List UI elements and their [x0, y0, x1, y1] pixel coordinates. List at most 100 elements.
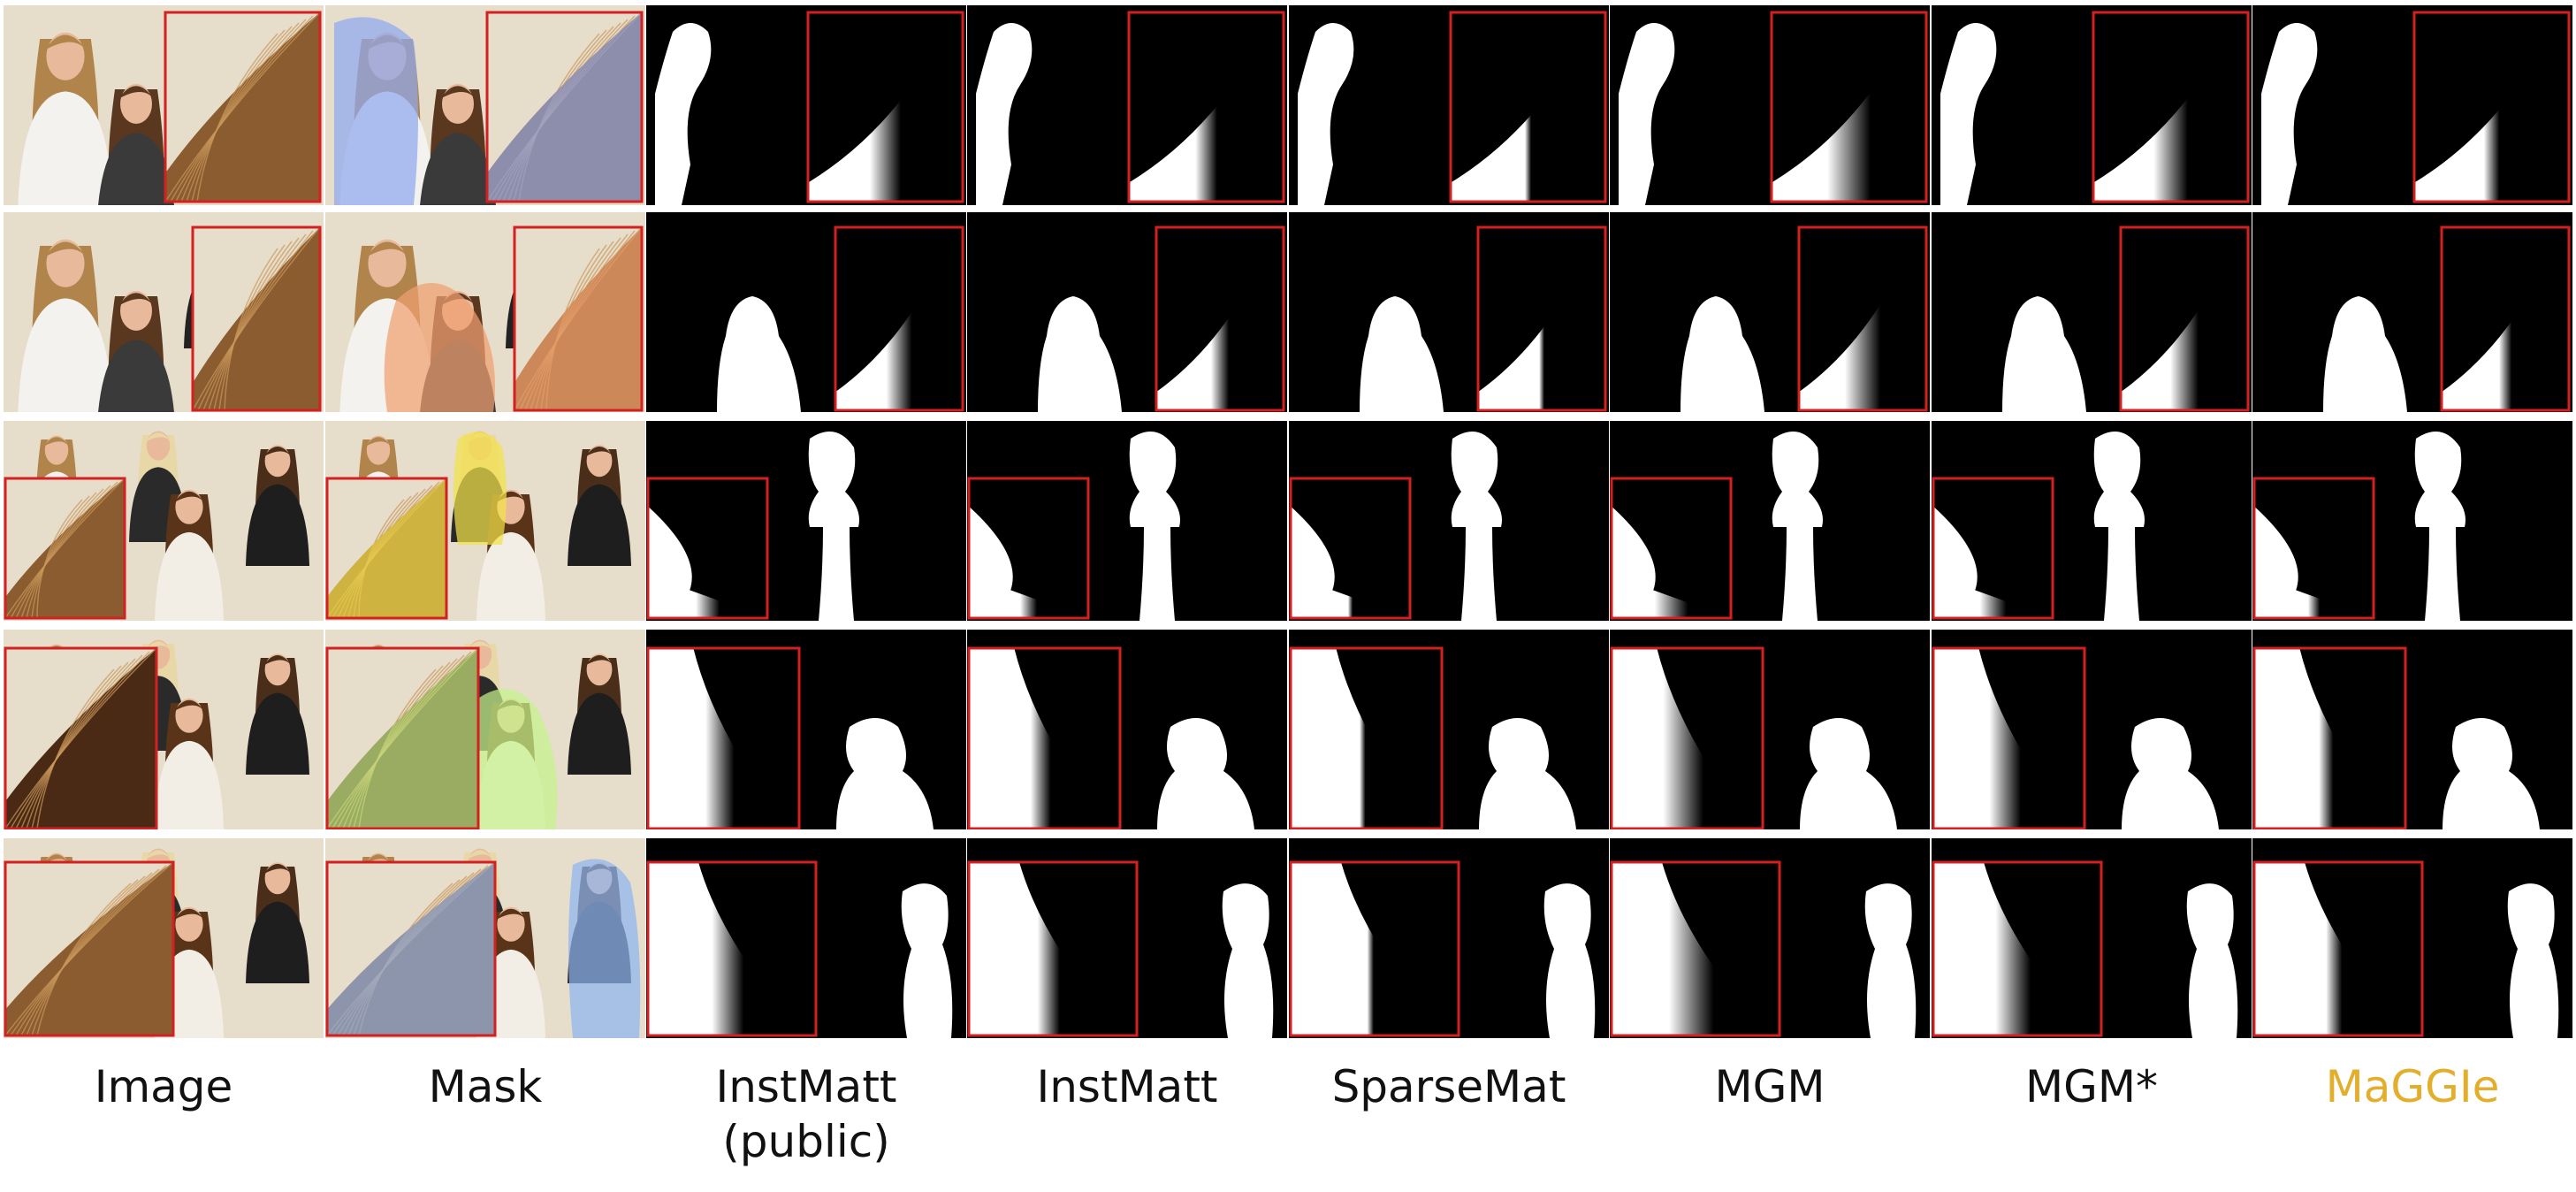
- cell-row5-image: [4, 838, 324, 1038]
- column-label: SparseMat: [1331, 1061, 1566, 1112]
- zoom-inset: [1932, 646, 2086, 829]
- alpha-matte-silhouette: [1038, 296, 1122, 412]
- cell-row3-instmatt-public: [646, 421, 966, 621]
- cell-row3-mgm: [1610, 421, 1930, 621]
- zoom-box-border: [646, 477, 769, 620]
- alpha-matte-silhouette: [1129, 432, 1180, 621]
- alpha-matte-silhouette: [1479, 718, 1576, 829]
- alpha-matte-silhouette: [2002, 296, 2086, 412]
- cell-row1-instmatt-public: [646, 5, 966, 205]
- zoom-inset: [191, 225, 322, 412]
- zoom-inset: [646, 477, 769, 620]
- cell-row4-mgm-star: [1932, 630, 2252, 829]
- zoom-box-border: [1797, 225, 1928, 412]
- cell-row2-sparsemat: [1289, 212, 1609, 412]
- zoom-box-border: [2252, 860, 2424, 1037]
- cell-row1-sparsemat: [1289, 5, 1609, 205]
- cell-row3-maggie: [2252, 421, 2572, 621]
- zoom-inset: [513, 225, 644, 412]
- zoom-inset: [2252, 477, 2375, 620]
- cell-row1-instmatt: [967, 5, 1287, 205]
- zoom-box-border: [1289, 477, 1412, 620]
- zoom-inset: [2252, 860, 2424, 1037]
- zoom-inset: [646, 860, 818, 1037]
- zoom-box-border: [2440, 225, 2571, 412]
- cell-row2-mask: [325, 212, 645, 412]
- zoom-inset: [4, 646, 158, 829]
- person-right: [246, 445, 309, 566]
- alpha-matte-silhouette: [717, 296, 801, 412]
- zoom-box-border: [1449, 11, 1607, 203]
- zoom-box-border: [485, 11, 644, 203]
- instance-mask-overlay: [467, 689, 558, 829]
- alpha-matte-silhouette: [2507, 883, 2559, 1038]
- zoom-inset: [2440, 225, 2571, 412]
- cell-row1-mgm: [1610, 5, 1930, 205]
- cell-row5-sparsemat: [1289, 838, 1609, 1038]
- zoom-inset: [806, 11, 964, 203]
- alpha-matte-silhouette: [1157, 718, 1254, 829]
- zoom-box-border: [967, 860, 1139, 1037]
- zoom-inset: [967, 477, 1090, 620]
- zoom-box-border: [1610, 477, 1733, 620]
- instance-mask-overlay: [568, 859, 641, 1038]
- cell-row1-image: [4, 5, 324, 205]
- alpha-matte-silhouette: [976, 23, 1033, 205]
- alpha-matte-silhouette: [1619, 23, 1675, 205]
- zoom-inset: [2119, 225, 2250, 412]
- alpha-matte-silhouette: [2414, 432, 2465, 621]
- cell-row4-maggie: [2252, 630, 2572, 829]
- alpha-matte-silhouette: [1864, 883, 1917, 1038]
- zoom-box-border: [164, 11, 322, 203]
- zoom-box-border: [1770, 11, 1928, 203]
- person-right: [246, 653, 309, 775]
- alpha-matte-silhouette: [2093, 432, 2145, 621]
- zoom-box-border: [1155, 225, 1285, 412]
- zoom-inset: [325, 860, 497, 1037]
- zoom-inset: [1932, 860, 2103, 1037]
- zoom-inset: [834, 225, 964, 412]
- cell-row3-sparsemat: [1289, 421, 1609, 621]
- cell-row5-instmatt: [967, 838, 1287, 1038]
- column-label: InstMatt: [1036, 1061, 1218, 1112]
- person-middle: [420, 84, 496, 205]
- zoom-inset: [1289, 646, 1444, 829]
- zoom-box-border: [2252, 477, 2375, 620]
- zoom-inset: [164, 11, 322, 203]
- zoom-inset: [2412, 11, 2571, 203]
- cell-row2-instmatt: [967, 212, 1287, 412]
- zoom-box-border: [1610, 860, 1781, 1037]
- zoom-box-border: [1127, 11, 1285, 203]
- zoom-box-border: [646, 646, 801, 829]
- zoom-box-border: [1932, 860, 2103, 1037]
- alpha-matte-silhouette: [2261, 23, 2318, 205]
- zoom-box-border: [1610, 646, 1764, 829]
- zoom-box-border: [1932, 477, 2054, 620]
- alpha-matte-silhouette: [1360, 296, 1444, 412]
- zoom-box-border: [834, 225, 964, 412]
- instance-mask-overlay: [334, 17, 418, 205]
- person-left: [18, 32, 113, 205]
- cell-row4-instmatt: [967, 630, 1287, 829]
- alpha-matte-silhouette: [655, 23, 712, 205]
- alpha-matte-silhouette: [1543, 883, 1596, 1038]
- cell-row2-instmatt-public: [646, 212, 966, 412]
- person-right: [568, 445, 631, 566]
- zoom-inset: [1155, 225, 1285, 412]
- cell-row2-mgm: [1610, 212, 1930, 412]
- zoom-box-border: [1289, 860, 1460, 1037]
- zoom-inset: [646, 646, 801, 829]
- alpha-matte-silhouette: [1451, 432, 1502, 621]
- group-photo: [27, 431, 309, 621]
- zoom-inset: [967, 860, 1139, 1037]
- cell-row4-image: [4, 630, 324, 829]
- column-label: InstMatt (public): [715, 1061, 897, 1167]
- person-right: [246, 862, 309, 983]
- zoom-box-border: [4, 860, 175, 1037]
- zoom-inset: [1449, 11, 1607, 203]
- cell-row4-sparsemat: [1289, 630, 1609, 829]
- alpha-matte-silhouette: [2443, 718, 2540, 829]
- alpha-matte-silhouette: [1680, 296, 1764, 412]
- zoom-inset: [1610, 477, 1733, 620]
